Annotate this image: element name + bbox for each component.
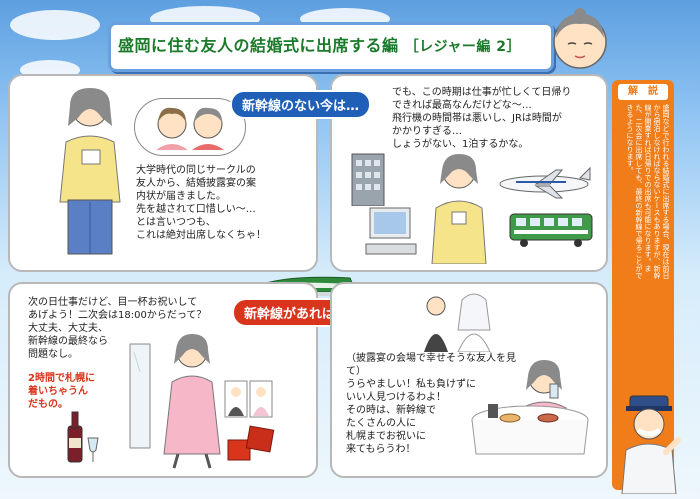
building-icon bbox=[351, 153, 385, 206]
narrator-avatar-icon bbox=[553, 8, 607, 69]
panel3-text: 次の日仕事だけど、目一杯お祝いして あげよう！二次会は18:00からだって？ 大… bbox=[28, 297, 207, 360]
title-main: 盛岡に住む友人の結婚式に出席する編 bbox=[118, 36, 399, 55]
suit-photo-icon bbox=[224, 380, 273, 418]
cloud bbox=[10, 10, 100, 40]
title-subtitle: ［レジャー編 2］ bbox=[404, 39, 522, 55]
mirror-icon bbox=[129, 343, 151, 449]
train-icon bbox=[509, 213, 593, 247]
computer-icon bbox=[365, 207, 417, 255]
panel4-text: （披露宴の会場で幸せそうな友人を見て） うらやましい！私も負けずに いい人見つけ… bbox=[346, 353, 516, 455]
panel1-text: 大学時代の同じサークルの 友人から、結婚披露宴の案 内状が届きました。 先を越さ… bbox=[136, 165, 266, 241]
worried-woman-icon bbox=[431, 154, 487, 264]
speech-bubble bbox=[134, 98, 246, 156]
page-title: 盛岡に住む友人の結婚式に出席する編 ［レジャー編 2］ bbox=[118, 32, 521, 56]
airplane-icon bbox=[499, 166, 591, 199]
woman-reading-letter-icon bbox=[59, 88, 121, 255]
woman-dressing-icon bbox=[163, 334, 221, 469]
label-no-shinkansen: 新幹線のない今は… bbox=[230, 90, 372, 119]
dinner-table-icon bbox=[471, 404, 589, 455]
title-banner bbox=[108, 22, 554, 72]
commentary-text: 盛岡などで行われる結婚式に出席する場合、現在は前日から宿泊しなければならないケー… bbox=[626, 104, 670, 279]
panel3-highlight-text: 2時間で札幌に 着いちゃうん だもの。 bbox=[28, 373, 95, 410]
gift-boxes-icon bbox=[227, 425, 275, 461]
friends-couple-icon bbox=[156, 107, 224, 150]
panel2-text: でも、この時期は仕事が忙しくて日帰り できれば最高なんだけどな～… 飛行機の時間… bbox=[392, 87, 572, 150]
conductor-character-icon bbox=[621, 395, 681, 494]
wine-bottle-icon bbox=[67, 411, 99, 463]
wedding-couple-icon bbox=[424, 293, 491, 352]
commentary-title: 解 説 bbox=[618, 84, 668, 100]
